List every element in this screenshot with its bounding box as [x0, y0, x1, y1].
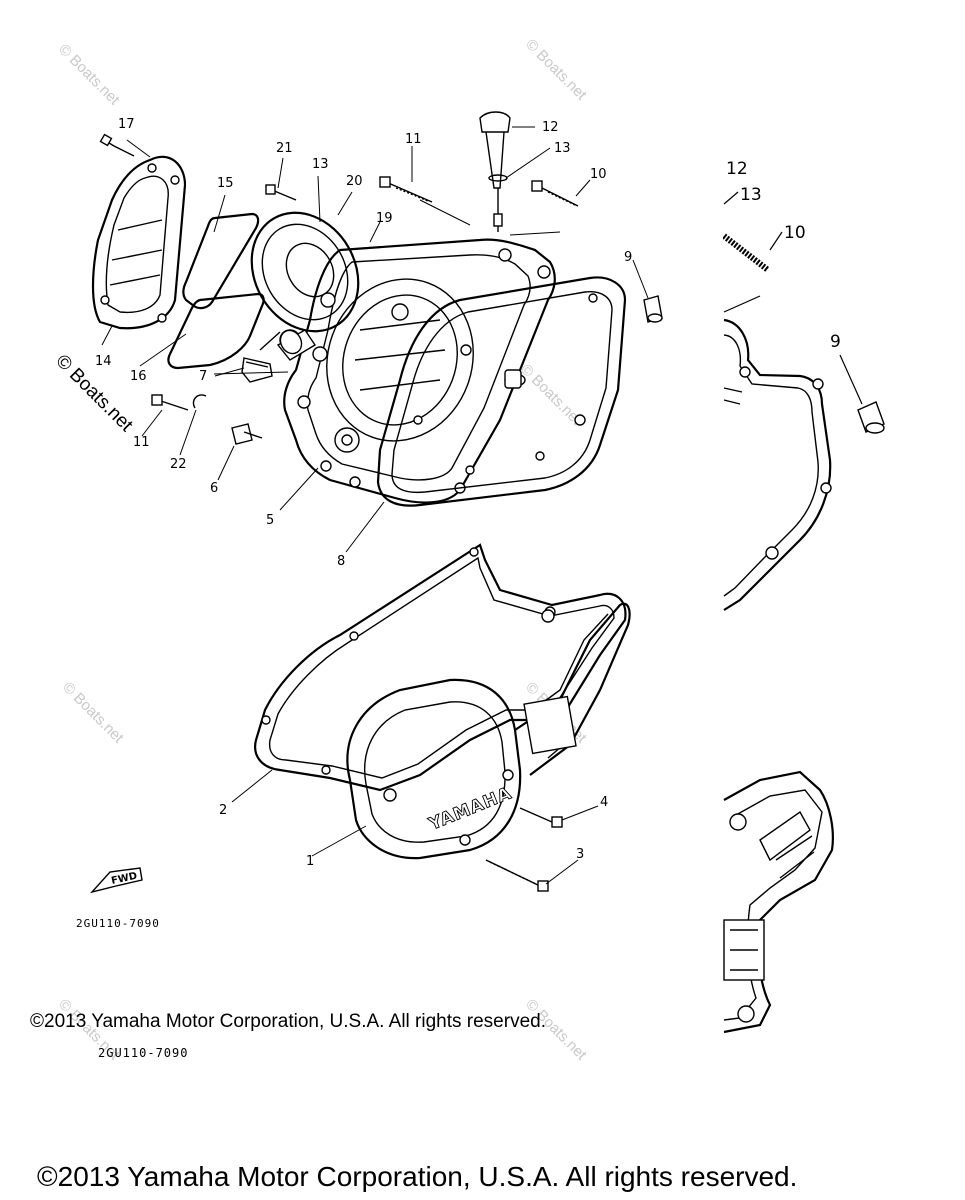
callout-3: 3 [576, 847, 584, 862]
callout-2: 2 [219, 803, 227, 818]
watermark-2: © Boats.net [522, 36, 590, 104]
part-7-seal [241, 357, 273, 383]
zoom-detail-panel: 12 13 10 9 [719, 140, 885, 1040]
callout-13: 13 [554, 141, 571, 156]
callouts: 17 15 21 13 20 19 11 12 13 10 9 14 16 7 … [95, 117, 632, 869]
lower-leaders [231, 769, 599, 885]
leader-lines [101, 126, 649, 553]
callout-16: 16 [130, 369, 147, 384]
bolts [151, 111, 663, 445]
callout-7: 7 [199, 369, 207, 384]
copyright-inner: ©2013 Yamaha Motor Corporation, U.S.A. A… [30, 1011, 546, 1032]
callout-8: 8 [337, 554, 345, 569]
fwd-label: FWD [110, 871, 138, 887]
watermark-4: © Boats.net [59, 679, 127, 747]
callout-17: 17 [118, 117, 135, 132]
part-15-gasket [182, 212, 260, 310]
copyright-footer: ©2013 Yamaha Motor Corporation, U.S.A. A… [37, 1161, 797, 1192]
callout-22: 22 [170, 457, 187, 472]
callout-6: 6 [210, 481, 218, 496]
zoom-callout-10: 10 [784, 223, 806, 243]
fwd-arrow-icon: FWD [89, 867, 143, 894]
part-14-cover [91, 133, 187, 330]
callout-1: 1 [306, 854, 314, 869]
watermarks: © Boats.net © Boats.net © Boats.net © Bo… [51, 36, 590, 1064]
zoom-callout-13: 13 [740, 185, 762, 205]
part-1-cover: YAMAHA [346, 602, 631, 892]
diagram-code: 2GU110-7090 [76, 917, 160, 930]
part-2-gasket [254, 543, 627, 792]
callout-9: 9 [624, 250, 632, 265]
callout-11-left: 11 [133, 435, 150, 450]
yamaha-logo: YAMAHA [425, 783, 514, 835]
zoom-callout-9: 9 [830, 332, 841, 352]
callout-5: 5 [266, 513, 274, 528]
callout-11-top: 11 [405, 132, 422, 147]
diagram-code-2: 2GU110-7090 [98, 1046, 188, 1060]
callout-4: 4 [600, 795, 608, 810]
zoom-callout-12: 12 [726, 159, 748, 179]
callout-19: 19 [376, 211, 393, 226]
callout-14: 14 [95, 354, 112, 369]
callout-12: 12 [542, 120, 559, 135]
part-5-crankcase-cover [276, 238, 556, 504]
callout-10: 10 [590, 167, 607, 182]
part-16-gasket [167, 292, 265, 370]
watermark-1: © Boats.net [55, 41, 123, 109]
part-8-gasket [376, 276, 627, 507]
callout-13-ring: 13 [312, 157, 329, 172]
callout-15: 15 [217, 176, 234, 191]
callout-20: 20 [346, 174, 363, 189]
callout-21: 21 [276, 141, 293, 156]
